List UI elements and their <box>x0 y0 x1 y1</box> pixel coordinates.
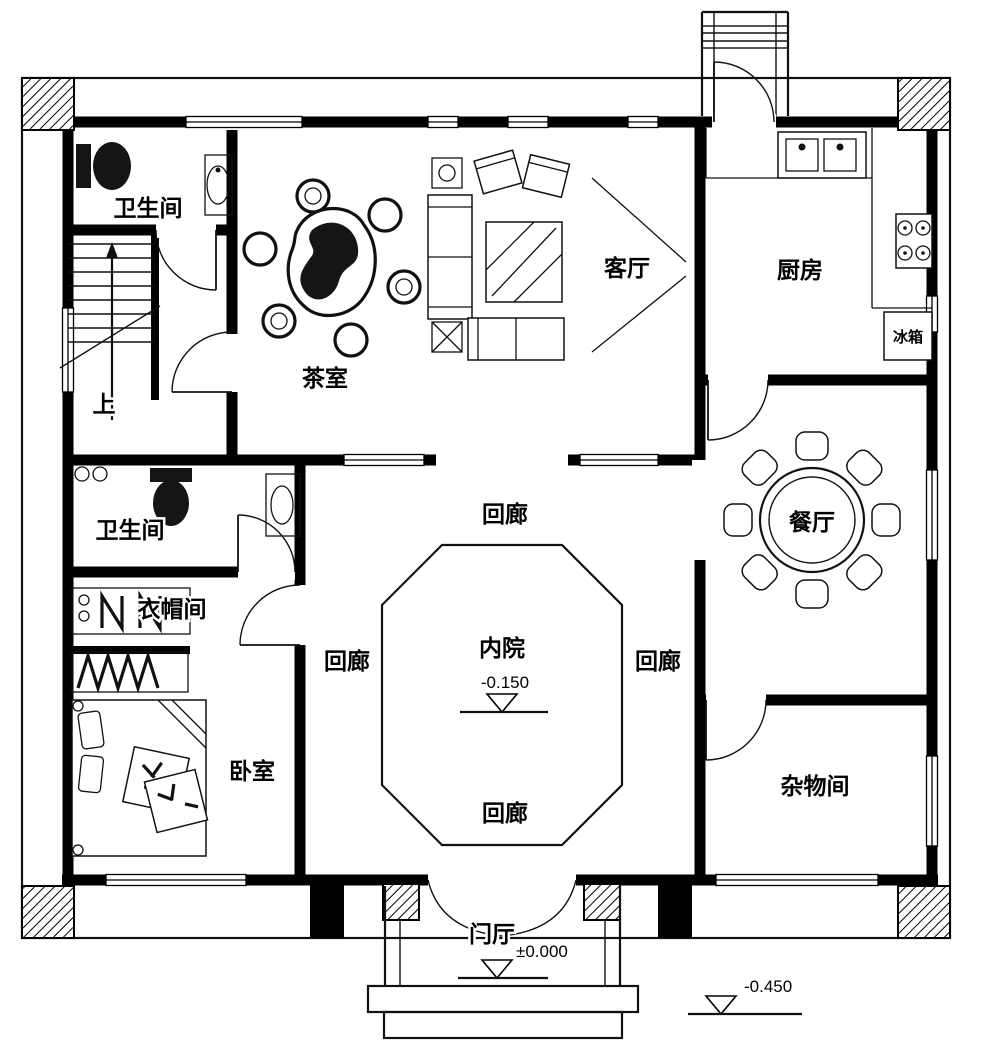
label-corridor-top: 回廊 <box>482 501 528 527</box>
doors <box>155 61 775 937</box>
label-cloakroom: 衣帽间 <box>138 596 207 622</box>
label-stairs-up: 上 <box>93 391 116 417</box>
bathroom-top-door <box>155 229 217 291</box>
label-storage-room: 杂物间 <box>781 773 850 799</box>
label-elevation-courtyard: -0.150 <box>481 673 529 692</box>
label-corridor-left: 回廊 <box>324 648 370 674</box>
label-living-room: 客厅 <box>604 255 650 281</box>
side-entrance-door <box>713 61 775 123</box>
label-corridor-right: 回廊 <box>635 648 681 674</box>
bathroom-middle-door <box>237 514 296 573</box>
label-corridor-bottom: 回廊 <box>482 800 528 826</box>
label-kitchen: 厨房 <box>777 257 823 283</box>
storage-door <box>705 699 767 761</box>
label-bathroom-middle: 卫生间 <box>96 517 165 543</box>
side-entrance-flue <box>700 10 790 116</box>
kitchen-sink <box>777 131 867 179</box>
label-elevation-outdoor: -0.450 <box>744 977 792 996</box>
cloakroom-door <box>239 584 301 646</box>
label-dining-room: 餐厅 <box>789 509 835 535</box>
bedroom-wardrobe <box>71 650 189 694</box>
elevation-markers <box>458 693 802 1016</box>
stairs <box>59 242 161 420</box>
wall-openings <box>156 114 776 888</box>
stove <box>895 213 933 269</box>
dining-table-set <box>723 431 901 609</box>
bathroom-middle-fixtures <box>74 466 301 537</box>
tea-table-set <box>242 178 422 358</box>
courtyard-elevation-marker <box>460 693 548 714</box>
bed <box>71 699 209 857</box>
kitchen-fixtures <box>705 128 933 361</box>
fridge <box>883 311 933 361</box>
entrance-double-door <box>427 879 577 937</box>
entrance-porch <box>366 883 640 1040</box>
living-room-sofa-set <box>427 149 687 361</box>
kitchen-door <box>707 379 769 441</box>
label-inner-courtyard: 内院 <box>479 635 525 661</box>
label-elevation-entrance: ±0.000 <box>516 942 568 961</box>
stair-hall-door <box>171 331 233 393</box>
room-labels: 卫生间 茶室 客厅 厨房 冰箱 上 卫生间 衣帽间 卧室 餐厅 杂物间 门厅 内… <box>90 193 926 999</box>
courtyard-octagon <box>380 543 624 847</box>
cloakroom-rack <box>71 587 191 635</box>
label-tea-room: 茶室 <box>302 365 348 391</box>
outdoor-elevation-marker <box>688 995 802 1016</box>
eave-outline <box>20 76 952 940</box>
label-bathroom-top: 卫生间 <box>114 195 183 221</box>
label-bedroom: 卧室 <box>229 758 275 784</box>
entrance-elevation-marker <box>458 959 548 980</box>
label-entrance-hall: 门厅 <box>469 921 515 947</box>
corner-piers <box>21 77 951 939</box>
bathroom-top-fixtures <box>76 142 233 216</box>
label-fridge: 冰箱 <box>893 328 923 346</box>
